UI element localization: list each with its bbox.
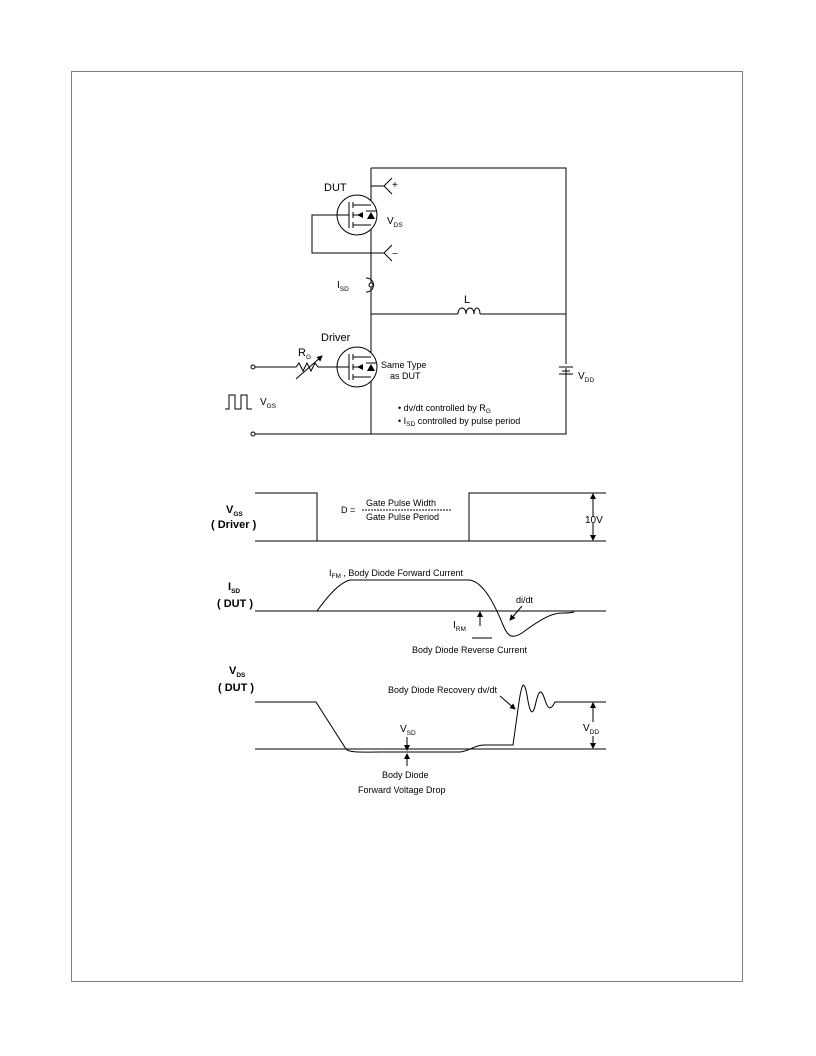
plus-sign: + xyxy=(392,180,398,191)
note-isd: • ISD controlled by pulse period xyxy=(398,416,520,428)
duty-numerator: Gate Pulse Width xyxy=(366,498,436,508)
vds-waveform xyxy=(255,684,606,753)
driver-label: Driver xyxy=(321,332,351,344)
ifm-label: IFM , Body Diode Forward Current xyxy=(329,568,463,580)
vds-dut-label: ( DUT ) xyxy=(218,682,254,694)
same-type-line2: as DUT xyxy=(390,371,421,381)
isd-waveform xyxy=(316,579,575,637)
vgs-source-label: VGS xyxy=(260,397,277,410)
vdd-wave-label: VDD xyxy=(583,723,599,736)
driver-mosfet xyxy=(336,346,378,388)
dut-label: DUT xyxy=(324,182,347,194)
isd-dut-label: ( DUT ) xyxy=(217,598,253,610)
waveforms: VGS ( Driver ) D = Gate Pulse Width Gate… xyxy=(211,492,606,795)
minus-sign: − xyxy=(392,249,398,260)
inductor-coil xyxy=(457,307,481,315)
driver-wave-label: ( Driver ) xyxy=(211,519,257,531)
duty-denominator: Gate Pulse Period xyxy=(366,512,439,522)
vdd-label: VDD xyxy=(578,371,594,384)
outer-loop-wire xyxy=(255,167,567,435)
gate-input-terminal xyxy=(250,364,256,370)
ground-input-terminal xyxy=(250,431,256,437)
recovery-pointer xyxy=(499,695,516,710)
vds-label: VDS xyxy=(387,216,403,229)
gate-resistor xyxy=(255,361,349,373)
test-circuit: DUT + − VDS ISD L VDD xyxy=(225,167,594,437)
recovery-label: Body Diode Recovery dv/dt xyxy=(388,685,498,695)
plus-terminal xyxy=(371,177,393,195)
isd-wave-label: ISD xyxy=(228,581,240,595)
duty-prefix: D = xyxy=(341,505,355,515)
didt-pointer xyxy=(509,605,523,621)
didt-label: di/dt xyxy=(516,595,534,605)
irm-label: IRM xyxy=(453,620,466,633)
vgs-waveform xyxy=(255,492,606,542)
rg-label: RG xyxy=(298,347,311,361)
inductor-label: L xyxy=(464,294,470,306)
drop-label-line1: Body Diode xyxy=(382,770,429,780)
vdd-source xyxy=(559,364,573,375)
drop-label-line2: Forward Voltage Drop xyxy=(358,785,446,795)
10v-label: 10V xyxy=(585,515,603,526)
page-frame xyxy=(71,71,743,982)
reverse-current-label: Body Diode Reverse Current xyxy=(412,645,528,655)
same-type-line1: Same Type xyxy=(381,360,426,370)
vgs-wave-label: VGS xyxy=(226,504,243,518)
minus-terminal xyxy=(371,244,393,262)
note-dvdt: • dv/dt controlled by RG xyxy=(398,403,491,415)
variable-resistor-arrow xyxy=(295,355,323,380)
dut-mosfet xyxy=(311,194,378,254)
vsd-label: VSD xyxy=(400,724,416,737)
pulse-train-icon xyxy=(225,394,252,410)
isd-label: ISD xyxy=(337,280,349,293)
vds-wave-label: VDS xyxy=(229,665,246,679)
